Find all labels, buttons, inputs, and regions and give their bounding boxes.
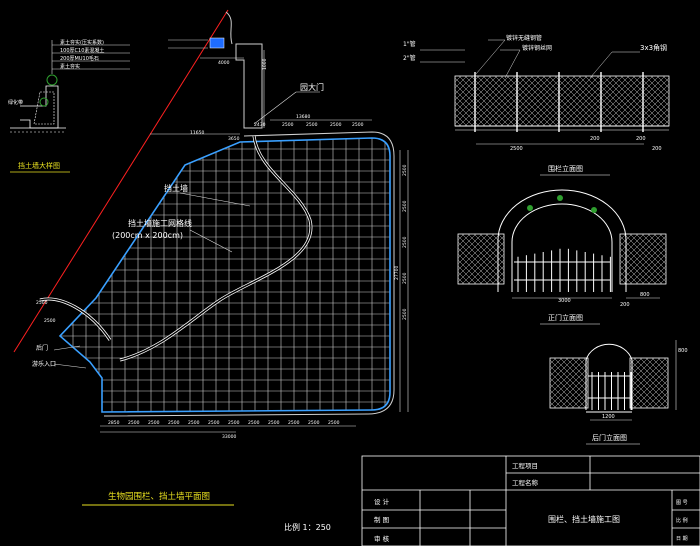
dimension-lines xyxy=(100,50,409,433)
label-grid-line1: 挡土墙施工网格线 xyxy=(128,218,192,228)
tb-draw: 制 图 xyxy=(374,515,389,524)
dim-bottom: 2500 xyxy=(128,420,140,426)
label-gate: 园大门 xyxy=(300,82,324,92)
fence-elevation: 镀锌无缝钢管 镀锌钢丝网 3x3角钢 1"管 2"管 2500 200 200 … xyxy=(403,34,670,176)
gate-corridor xyxy=(235,43,263,129)
dim-right: 2500 xyxy=(402,200,408,212)
construction-grid xyxy=(60,138,390,412)
back-gate-title: 后门立面图 xyxy=(592,433,627,442)
svg-text:200: 200 xyxy=(620,302,630,308)
fence-line xyxy=(103,131,395,417)
svg-text:1200: 1200 xyxy=(602,414,615,420)
svg-text:2500: 2500 xyxy=(510,146,523,152)
svg-text:比 例: 比 例 xyxy=(676,517,688,524)
section-title: 挡土墙大样图 xyxy=(18,161,60,170)
section-note: 素土夯实(压实系数) xyxy=(60,39,104,46)
dim-top: 4000 xyxy=(218,60,230,66)
front-gate-title: 正门立面图 xyxy=(548,313,583,322)
dimension-texts: 4000 1000 13680 2430 2500 2500 2500 2500 11650 36… xyxy=(36,58,408,440)
dim-top: 2500 xyxy=(306,122,318,128)
dim-right: 2500 xyxy=(402,164,408,176)
dim-top: 13680 xyxy=(296,114,310,120)
tb-project: 工程项目 xyxy=(512,461,538,470)
section-note: 素土夯实 xyxy=(60,63,80,70)
front-gate-elevation: 3000 800 200 正门立面图 xyxy=(457,189,667,325)
dim-top: 1000 xyxy=(262,58,268,70)
dim-right: 2500 xyxy=(402,272,408,284)
dim-top: 11650 xyxy=(190,130,204,136)
fence-title: 围栏立面图 xyxy=(548,164,583,173)
svg-text:日 期: 日 期 xyxy=(676,536,688,542)
dim-bottom: 2500 xyxy=(208,420,220,426)
label-retaining-wall: 挡土墙 xyxy=(164,183,188,193)
dim-bottom: 2500 xyxy=(228,420,240,426)
dim-top: 2500 xyxy=(282,122,294,128)
tb-check: 审 核 xyxy=(374,534,390,543)
shrub-icon xyxy=(39,97,49,107)
fence-label-mesh: 镀锌钢丝网 xyxy=(522,44,552,52)
dim-left: 2500 xyxy=(36,300,48,306)
section-side-label: 绿化带 xyxy=(8,99,23,106)
svg-text:200: 200 xyxy=(590,136,600,142)
fence-label-pipe: 镀锌无缝钢管 xyxy=(506,34,542,42)
plan-title: 生物园围栏、挡土墙平面图 xyxy=(108,491,210,502)
title-block xyxy=(361,455,700,546)
gatehouse xyxy=(209,37,225,49)
fence-label-angle: 3x3角钢 xyxy=(640,43,667,52)
retaining-wall-outline xyxy=(58,137,391,413)
site-plan: 4000 1000 13680 2430 2500 2500 2500 2500 11650 36… xyxy=(13,9,409,532)
dim-bottom: 33000 xyxy=(222,434,236,440)
svg-text:800: 800 xyxy=(640,292,650,298)
label-grid-line2: (200cm x 200cm) xyxy=(112,231,183,240)
back-gate-elevation: 1200 800 后门立面图 xyxy=(549,340,688,445)
dim-right: 2500 xyxy=(402,308,408,320)
label-entrance: 游乐入口 xyxy=(32,360,56,368)
dim-bottom: 2500 xyxy=(168,420,180,426)
shrub-icon xyxy=(46,74,58,86)
dim-bottom: 2500 xyxy=(268,420,280,426)
dim-right: 27700 xyxy=(394,266,400,280)
dim-bottom: 2850 xyxy=(108,420,120,426)
plan-scale: 比例 1：250 xyxy=(284,522,331,532)
dim-bottom: 2500 xyxy=(308,420,320,426)
svg-text:200: 200 xyxy=(652,146,662,152)
tb-drawing-title: 围栏、挡土墙施工图 xyxy=(548,514,620,524)
section-note: 100厚C10素混凝土 xyxy=(60,47,104,54)
dim-top: 2500 xyxy=(352,122,364,128)
svg-text:3000: 3000 xyxy=(558,298,571,304)
svg-text:800: 800 xyxy=(678,348,688,354)
dim-top: 2430 xyxy=(254,122,266,128)
dim-bottom: 2500 xyxy=(188,420,200,426)
section-note: 200厚MU10毛石 xyxy=(60,55,99,62)
dim-right: 2500 xyxy=(402,236,408,248)
dim-top: 3650 xyxy=(228,136,240,142)
dim-bottom: 2500 xyxy=(328,420,340,426)
fence-label-1in: 1"管 xyxy=(403,40,416,48)
property-line xyxy=(13,9,229,353)
dim-bottom: 2500 xyxy=(248,420,260,426)
label-back-gate: 后门 xyxy=(36,344,48,352)
dim-bottom: 2500 xyxy=(148,420,160,426)
svg-text:图 号: 图 号 xyxy=(676,500,688,506)
tb-design: 设 计 xyxy=(374,497,390,506)
fence-label-2in: 2"管 xyxy=(403,54,416,62)
svg-text:200: 200 xyxy=(636,136,646,142)
dim-top: 2500 xyxy=(330,122,342,128)
dim-bottom: 2500 xyxy=(288,420,300,426)
tb-name: 工程名称 xyxy=(512,478,539,487)
dim-left: 2500 xyxy=(44,318,56,324)
